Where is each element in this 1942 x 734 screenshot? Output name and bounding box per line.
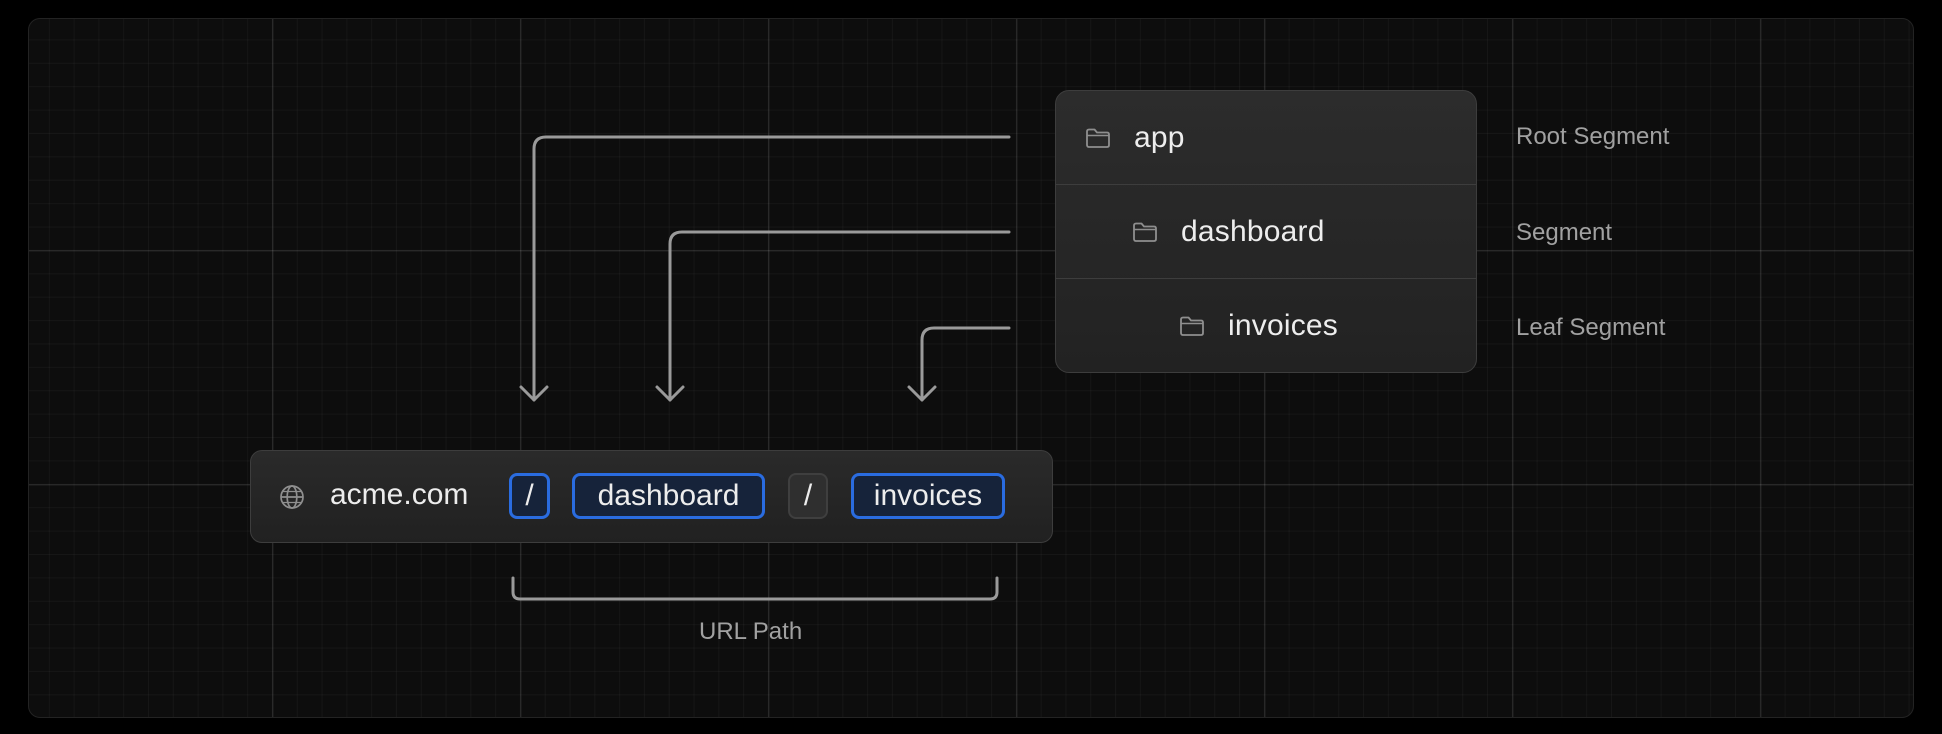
tree-row-label: invoices [1228, 309, 1338, 342]
tree-row-label: app [1134, 120, 1185, 154]
arrowhead-dashboard [655, 385, 685, 402]
url-path-caption: URL Path [699, 618, 803, 645]
connector-dashboard [668, 230, 1011, 402]
tree-row-label: dashboard [1181, 214, 1325, 248]
url-bar[interactable]: acme.com / dashboard / invoices [250, 450, 1053, 543]
url-host: acme.com [330, 478, 469, 511]
url-segment-root-slash[interactable]: / [509, 473, 550, 519]
connector-invoices [920, 326, 1011, 402]
folder-icon [1133, 222, 1157, 242]
url-segment-invoices[interactable]: invoices [851, 473, 1005, 519]
connector-app-to-slash [532, 135, 1011, 402]
folder-tree: app dashboard invoices [1055, 90, 1477, 373]
globe-icon [280, 485, 304, 509]
folder-icon [1086, 128, 1110, 148]
url-separator-slash: / [788, 473, 828, 519]
arrowhead-app [519, 385, 549, 402]
url-segment-dashboard[interactable]: dashboard [572, 473, 765, 519]
arrowhead-invoices [907, 385, 937, 402]
folder-icon [1180, 316, 1204, 336]
tree-row-app[interactable]: app [1056, 91, 1476, 185]
tree-row-invoices[interactable]: invoices [1056, 279, 1476, 372]
leaf-segment-label: Leaf Segment [1516, 314, 1666, 341]
url-path-bracket [511, 576, 999, 601]
segment-label: Segment [1516, 219, 1613, 246]
diagram-canvas [28, 18, 1914, 718]
root-segment-label: Root Segment [1516, 123, 1670, 150]
tree-row-dashboard[interactable]: dashboard [1056, 185, 1476, 279]
